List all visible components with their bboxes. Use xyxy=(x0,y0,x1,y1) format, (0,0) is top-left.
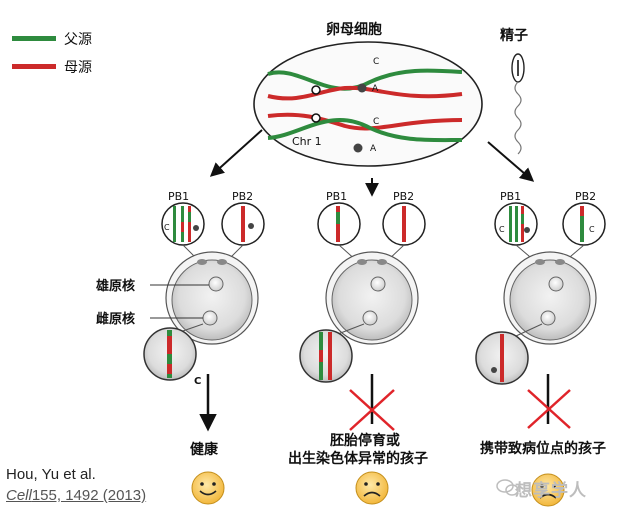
panel-1-polar-body-2 xyxy=(217,259,227,265)
panel-2-female-pronucleus xyxy=(362,310,378,326)
panel-2-final-chr-b xyxy=(328,332,332,380)
chromosome-label: Chr 1 xyxy=(292,135,322,148)
panel-arrested: PB1 PB2 胚胎停育或 出生染色体异常的孩子 xyxy=(288,190,428,505)
panel-1-zygote xyxy=(171,259,253,341)
citation-authors: Hou, Yu et al. xyxy=(6,466,96,483)
blocked-x-icon xyxy=(527,389,571,429)
legend-swatch-maternal xyxy=(12,64,56,69)
allele-label-upper-a: A xyxy=(372,84,379,94)
sad-face-icon xyxy=(355,471,389,505)
panel-3-female-pronucleus xyxy=(540,310,556,326)
panel-2-pb2-label: PB2 xyxy=(393,190,414,203)
panel-2-zoom-circle xyxy=(299,329,353,383)
centromere-2 xyxy=(311,113,321,123)
wechat-icon xyxy=(496,479,519,496)
panel-3-zygote xyxy=(509,259,591,341)
panel-3-pb1-allele: C xyxy=(499,225,505,234)
female-pronucleus-label: 雌原核 xyxy=(96,311,135,327)
panel-3-outcome: 携带致病位点的孩子 xyxy=(480,440,606,457)
citation-source: Cell155, 1492 (2013) xyxy=(6,485,146,506)
panel-2-zygote xyxy=(331,259,413,341)
panel-healthy: PB1 PB2 C 雄原核 雌原核 C 健康 xyxy=(95,190,265,505)
panel-carrier: PB1 PB2 C C 携带致病位点的孩子 xyxy=(475,190,606,507)
panel-1-pb2-label: PB2 xyxy=(232,190,253,203)
sperm-label: 精子 xyxy=(500,27,528,44)
happy-face-icon xyxy=(191,471,225,505)
panel-1-female-pronucleus xyxy=(202,310,218,326)
arrow-to-panel-3 xyxy=(487,141,535,182)
oocyte-outline xyxy=(253,41,483,167)
panel-2-outcome-line1: 胚胎停育或 xyxy=(330,432,400,449)
legend: 父源 母源 xyxy=(12,32,92,76)
panel-3-male-pronucleus xyxy=(548,276,564,292)
panel-3-pb2-label: PB2 xyxy=(575,190,596,203)
mutant-marker-upper xyxy=(357,83,367,93)
panel-3-final-chr xyxy=(500,334,504,382)
arrow-to-panel-1 xyxy=(209,129,263,177)
panel-3-pb2-allele: C xyxy=(589,225,595,234)
panel-1-pb2-chr xyxy=(241,206,245,242)
citation: Hou, Yu et al. Cell155, 1492 (2013) xyxy=(6,464,146,506)
sperm-tail xyxy=(514,81,522,155)
sad-face-icon xyxy=(531,473,565,507)
panel-1-male-pronucleus xyxy=(208,276,224,292)
chromatid-maternal-2 xyxy=(267,112,463,131)
panel-1-pb1-label: PB1 xyxy=(168,190,189,203)
watermark: 想享学人 xyxy=(515,481,587,501)
panel-1-pb1-allele: C xyxy=(164,223,170,232)
centromere-1 xyxy=(311,85,321,95)
legend-label-maternal: 母源 xyxy=(64,60,92,76)
chromatid-paternal-1 xyxy=(267,68,463,91)
allele-label-lower-c: C xyxy=(373,117,379,127)
panel-2-pb2-chr xyxy=(402,206,406,242)
oocyte: 卵母细胞 C A C A Chr 1 xyxy=(253,21,483,167)
panel-3-pb2-chr xyxy=(580,206,584,242)
panel-3-pb1-label: PB1 xyxy=(500,190,521,203)
citation-ref: 155, 1492 (2013) xyxy=(31,487,147,504)
chromatid-maternal-1 xyxy=(267,85,463,101)
chromatid-paternal-2 xyxy=(267,117,463,143)
sperm: 精子 xyxy=(500,27,528,155)
panel-1-outcome: 健康 xyxy=(190,441,219,458)
oocyte-label: 卵母细胞 xyxy=(326,21,382,38)
panel-1-below-allele: C xyxy=(194,376,201,387)
male-pronucleus-label: 雄原核 xyxy=(95,278,135,294)
blocked-x-icon xyxy=(349,389,395,431)
allele-label-upper-c: C xyxy=(373,57,379,67)
panel-2-pb1-label: PB1 xyxy=(326,190,347,203)
panel-2-outcome-line2: 出生染色体异常的孩子 xyxy=(288,450,428,467)
mutant-marker-lower xyxy=(353,143,363,153)
panel-1-polar-body-1 xyxy=(197,259,207,265)
allele-label-lower-a: A xyxy=(370,144,377,154)
legend-label-paternal: 父源 xyxy=(64,32,92,48)
panel-1-pb1-chr-a xyxy=(173,206,176,242)
panel-3-pb1-chr-a xyxy=(509,206,512,242)
citation-journal: Cell xyxy=(6,487,32,504)
panel-2-male-pronucleus xyxy=(370,276,386,292)
legend-swatch-paternal xyxy=(12,36,56,41)
